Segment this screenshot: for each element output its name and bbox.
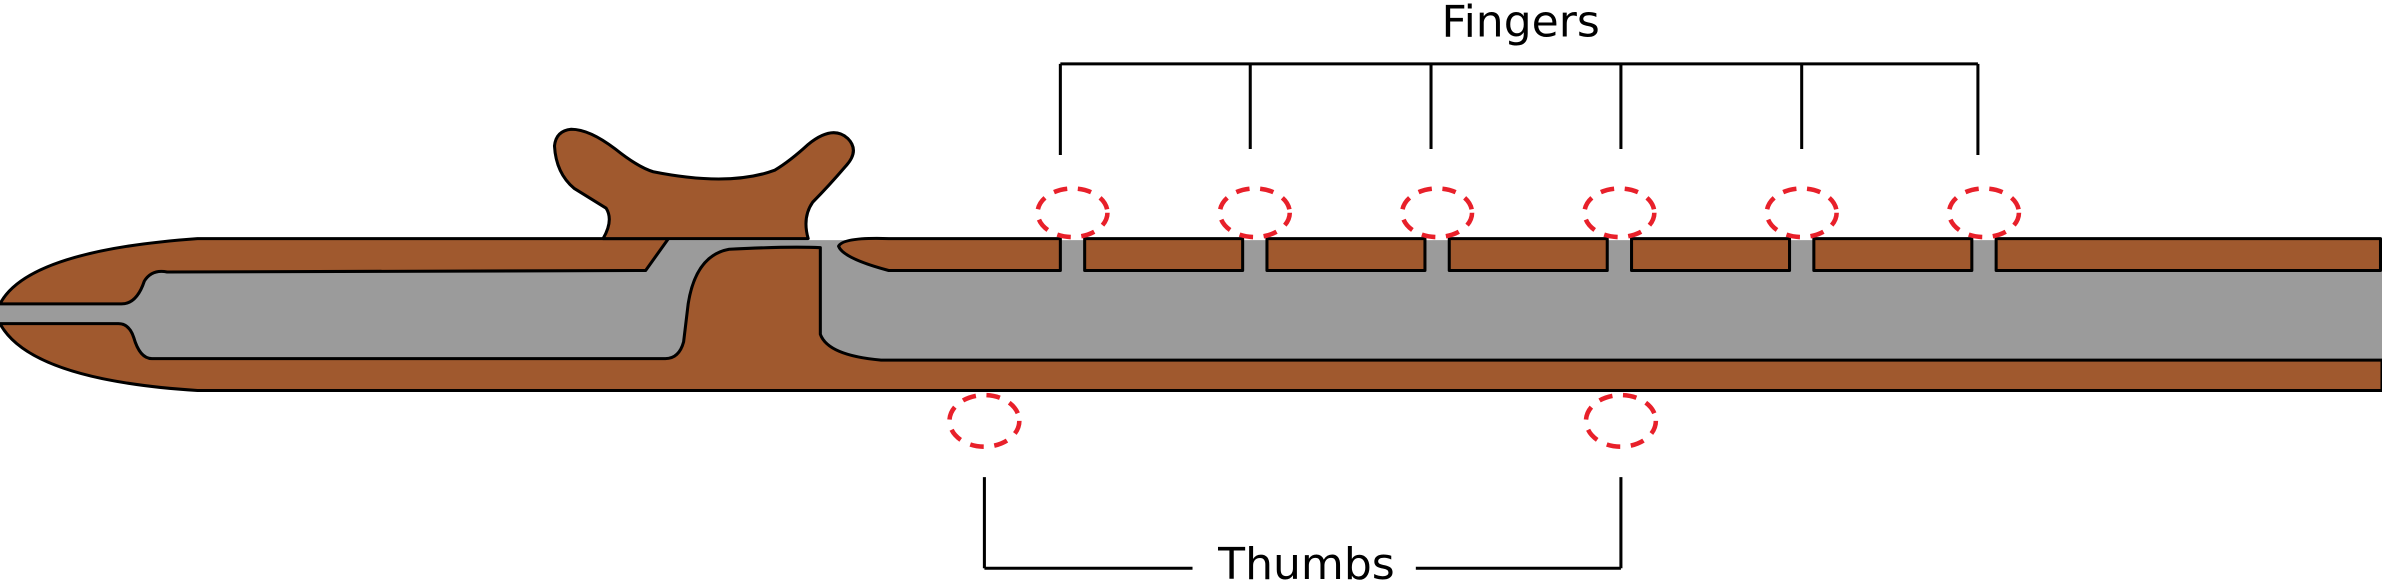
- fingers-label: Fingers: [1441, 0, 1599, 48]
- top-wall-segment: [1812, 237, 1974, 273]
- thumbs-bracket: [982, 477, 1623, 570]
- thumbs-label: Thumbs: [1217, 539, 1395, 582]
- top-wall-segment: [1994, 237, 2382, 273]
- totem-block: [552, 127, 855, 241]
- lower-wall: [0, 245, 2382, 393]
- flute-body: [0, 127, 2382, 393]
- thumb-hole-1-marker: [947, 392, 1022, 449]
- finger-hole-1-marker: [1035, 186, 1110, 240]
- top-wall-segment: [1447, 237, 1609, 273]
- upper-wall-mouthpiece: [0, 237, 670, 306]
- top-wall-segment: [1265, 237, 1427, 273]
- thumb-hole-markers: [947, 392, 1659, 449]
- thumb-hole-2-marker: [1583, 392, 1659, 449]
- finger-hole-3-marker: [1399, 186, 1475, 240]
- finger-hole-6-marker: [1946, 186, 2022, 240]
- fingers-bracket: [1058, 62, 1980, 156]
- top-wall-segment: [1083, 237, 1245, 273]
- finger-hole-markers: [1035, 186, 2022, 240]
- top-wall-segment: [1630, 237, 1792, 273]
- top-wall-segment: [837, 236, 1062, 273]
- finger-hole-2-marker: [1217, 186, 1293, 240]
- finger-hole-5-marker: [1764, 186, 1839, 240]
- finger-hole-4-marker: [1582, 186, 1657, 240]
